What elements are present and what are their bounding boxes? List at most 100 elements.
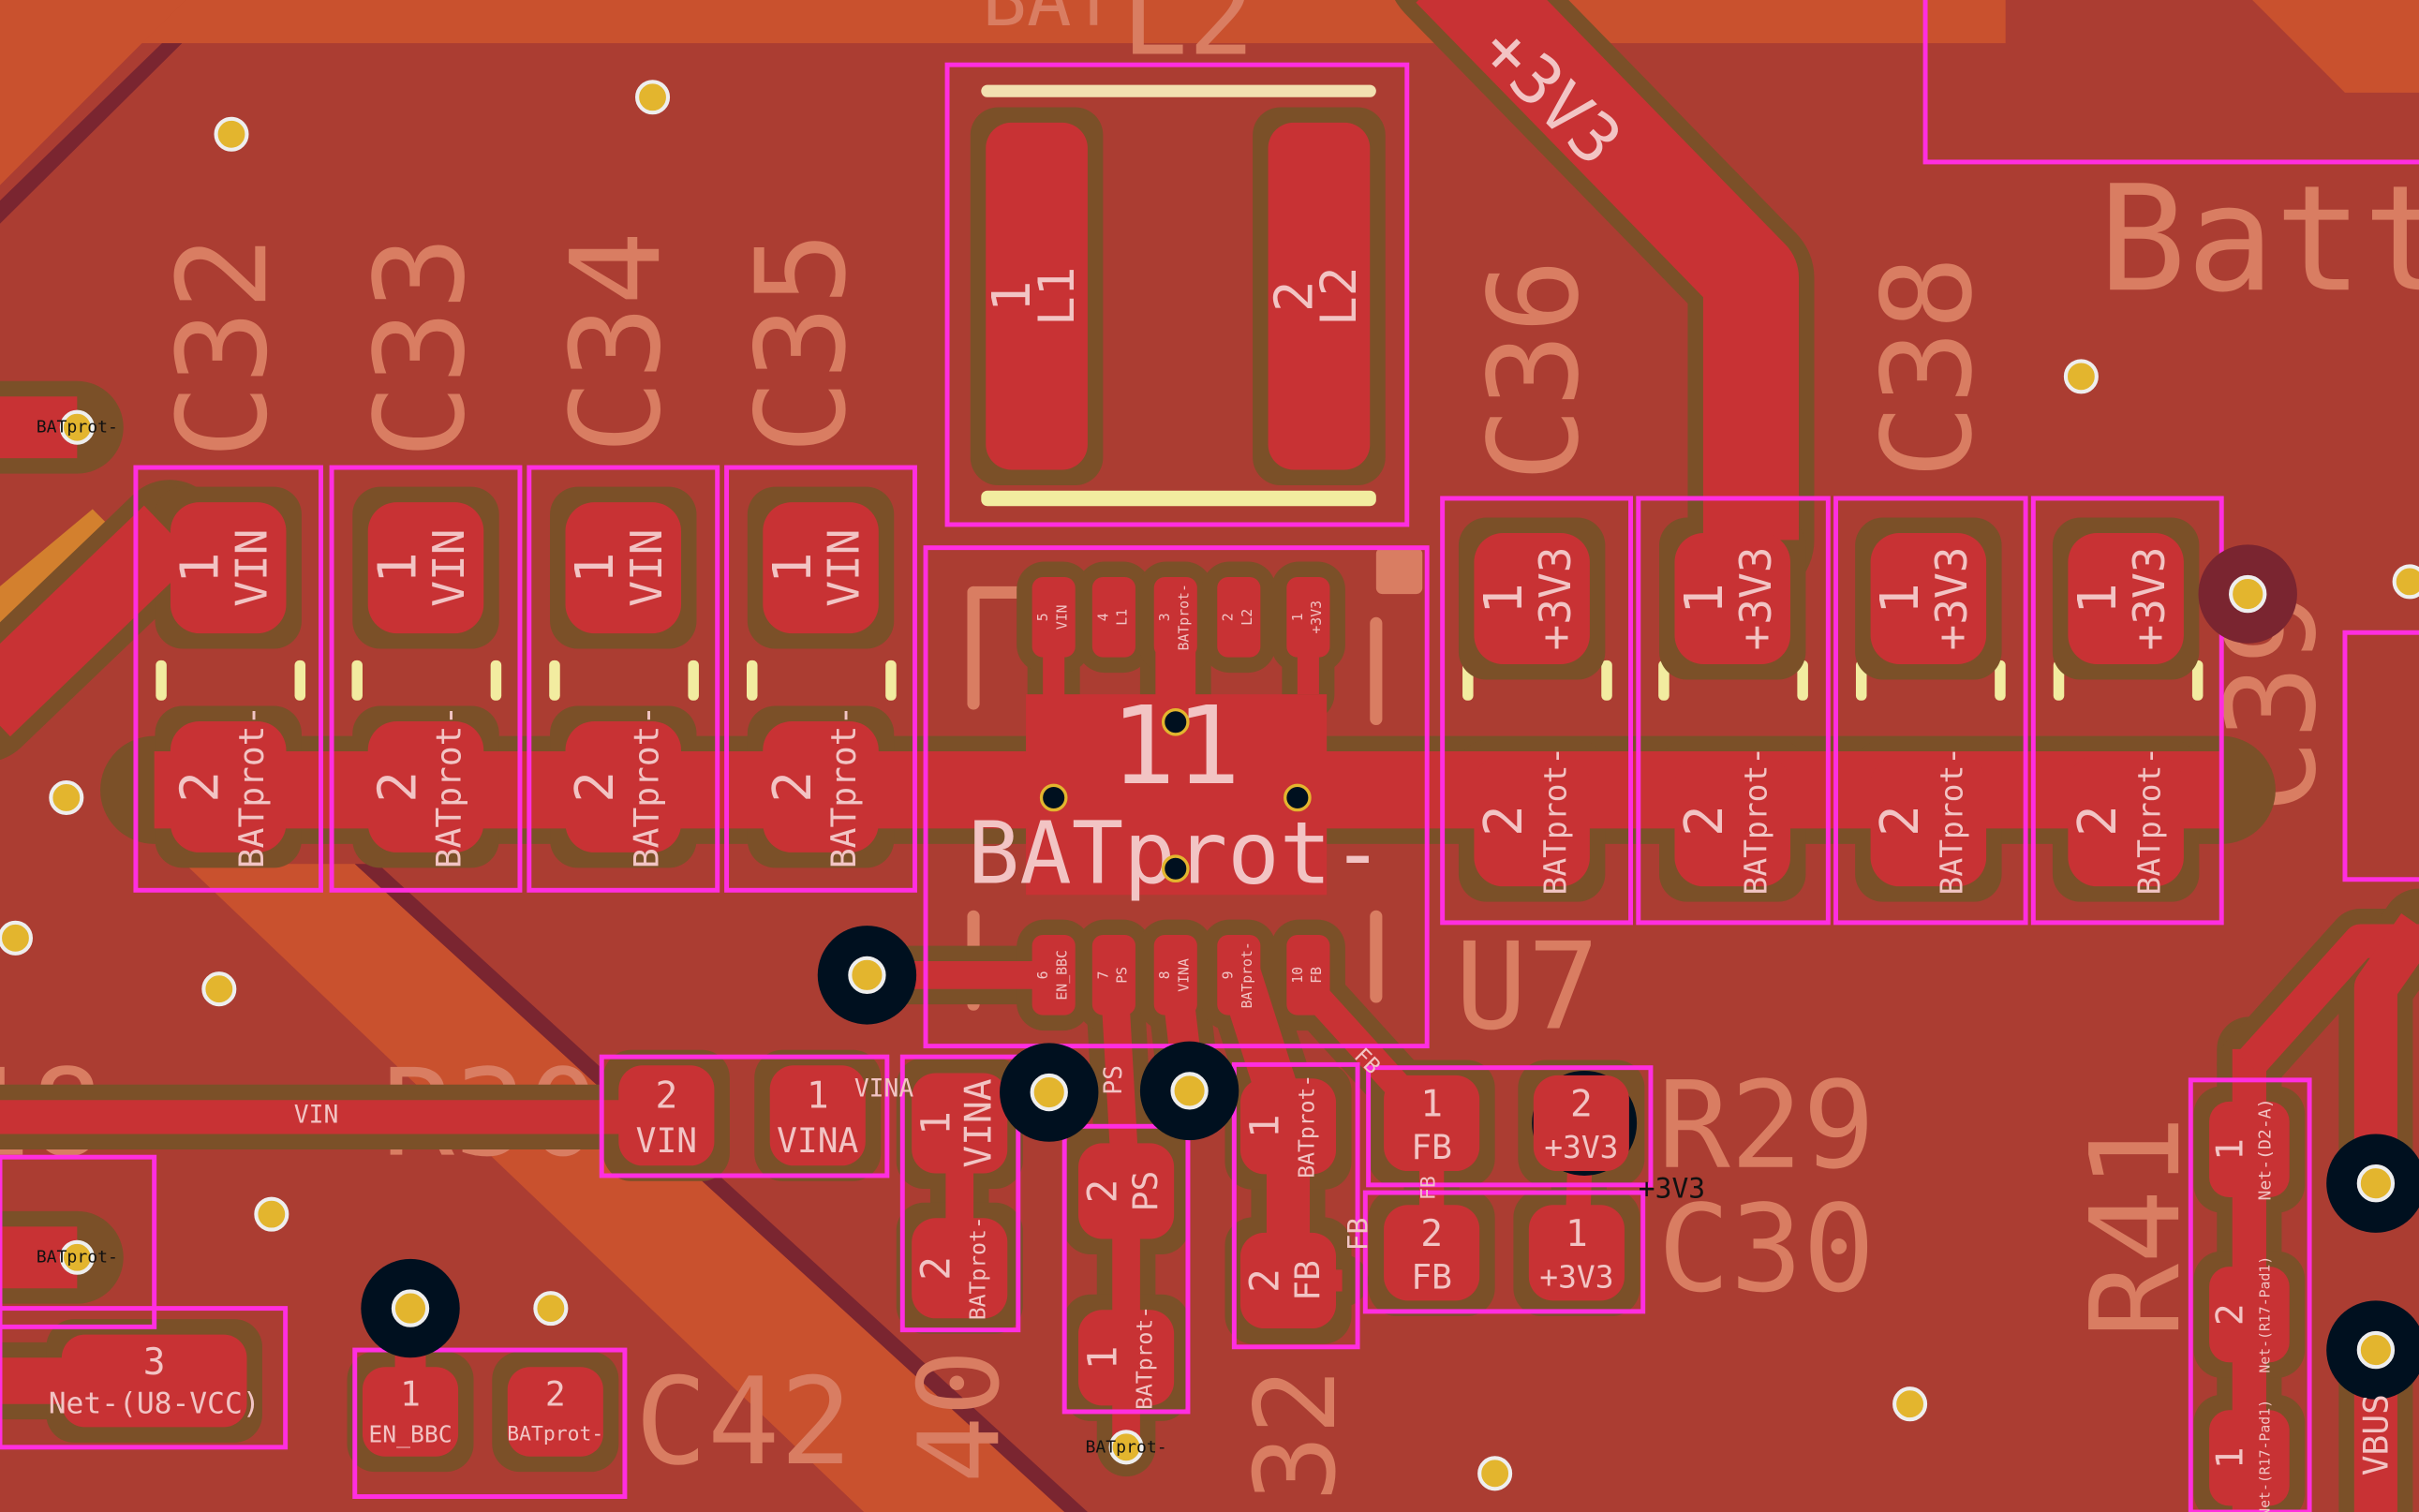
pad-2-l2[interactable]: 2L2 — [1264, 122, 1371, 470]
via-pad-icon[interactable] — [391, 1289, 430, 1327]
pad-copper — [1078, 1310, 1175, 1406]
via-pad-icon[interactable] — [848, 956, 886, 995]
pad-net: +3V3 — [1530, 546, 1581, 650]
pad-2-3v3[interactable]: 2+3V3 — [1533, 1075, 1629, 1172]
back-trace-diagonal-edge — [354, 864, 1088, 1512]
via-icon[interactable] — [635, 80, 671, 115]
via-icon[interactable] — [201, 971, 237, 1007]
silk-outline-u7 — [1375, 547, 1423, 595]
pad-number: 1 — [1674, 583, 1735, 615]
trace-label-ps: PS — [1100, 1065, 1128, 1095]
via-icon[interactable] — [0, 920, 33, 956]
pad-1-3v3[interactable]: 1+3V3 — [2068, 533, 2184, 665]
pad-number: 1 — [565, 552, 626, 584]
pad-copper — [1217, 935, 1261, 1015]
silk-ref-c30: C30 — [1657, 1180, 1875, 1320]
footprint-courtyard — [1922, 0, 2419, 165]
pad-copper — [986, 122, 1088, 470]
via-icon[interactable] — [533, 1291, 569, 1327]
pad-1-3v3[interactable]: 1+3V3 — [1528, 1205, 1625, 1301]
via-pad-icon[interactable] — [1030, 1073, 1068, 1112]
pad-2-fb[interactable]: 2FB — [1384, 1205, 1480, 1301]
via-icon[interactable] — [59, 409, 95, 445]
pad-net: BATprot- — [1239, 941, 1255, 1008]
pad-number: 2 — [1221, 613, 1237, 621]
via-icon[interactable] — [214, 116, 249, 152]
via-icon[interactable] — [2392, 564, 2419, 600]
pad-1-3v3[interactable]: 1+3V3 — [1474, 533, 1590, 665]
pad-1-3v3[interactable]: 1+3V3 — [1870, 533, 1987, 665]
via-icon[interactable] — [1892, 1386, 1928, 1422]
pad-1-l1[interactable]: 1L1 — [982, 122, 1088, 470]
pad-1-fb[interactable]: 1FB — [1384, 1075, 1480, 1172]
via-pad-icon[interactable] — [1170, 1072, 1209, 1110]
pad-copper — [912, 1218, 1008, 1319]
pad-number: 2 — [1474, 805, 1535, 837]
silk-ref-c42: C42 — [635, 1353, 853, 1492]
via-pad-icon[interactable] — [2229, 574, 2267, 614]
via-icon[interactable] — [49, 779, 84, 815]
via-pad-icon[interactable] — [2356, 1164, 2396, 1203]
pad-copper — [618, 1065, 715, 1166]
pad-2-fb[interactable]: 2FB — [1239, 1232, 1337, 1329]
pad-2-ps[interactable]: 2PS — [1078, 1143, 1175, 1239]
pad-copper — [1031, 935, 1076, 1015]
footprint-courtyard — [527, 465, 720, 893]
pad-copper — [170, 502, 287, 634]
via-icon[interactable] — [2063, 359, 2099, 394]
via-icon[interactable] — [1108, 1430, 1144, 1465]
silk-tick — [549, 660, 560, 701]
pad-net: FB — [1411, 1127, 1452, 1167]
pad-number: 8 — [1157, 971, 1173, 979]
via-icon[interactable] — [59, 1239, 95, 1275]
pad-1-enbbc[interactable]: 1EN_BBC — [362, 1367, 459, 1457]
silk-outline-inductor — [981, 84, 1376, 97]
pad-net: +3V3 — [1309, 600, 1325, 634]
via-pad-icon[interactable] — [2356, 1330, 2396, 1370]
silk-outline-u7 — [967, 586, 980, 710]
pad-1-3v3[interactable]: 1+3V3 — [1674, 533, 1790, 665]
footprint-courtyard — [1362, 1190, 1646, 1314]
pad-1-3v3[interactable]: 1+3V3 — [1286, 576, 1330, 658]
pad-net: Net-(R17-Pad1) — [2257, 1256, 2273, 1373]
footprint-courtyard — [2342, 630, 2419, 882]
via-icon[interactable] — [254, 1196, 289, 1232]
via-icon[interactable] — [1477, 1456, 1513, 1491]
pad-number: 1 — [367, 552, 428, 584]
pad-copper — [1674, 533, 1790, 665]
